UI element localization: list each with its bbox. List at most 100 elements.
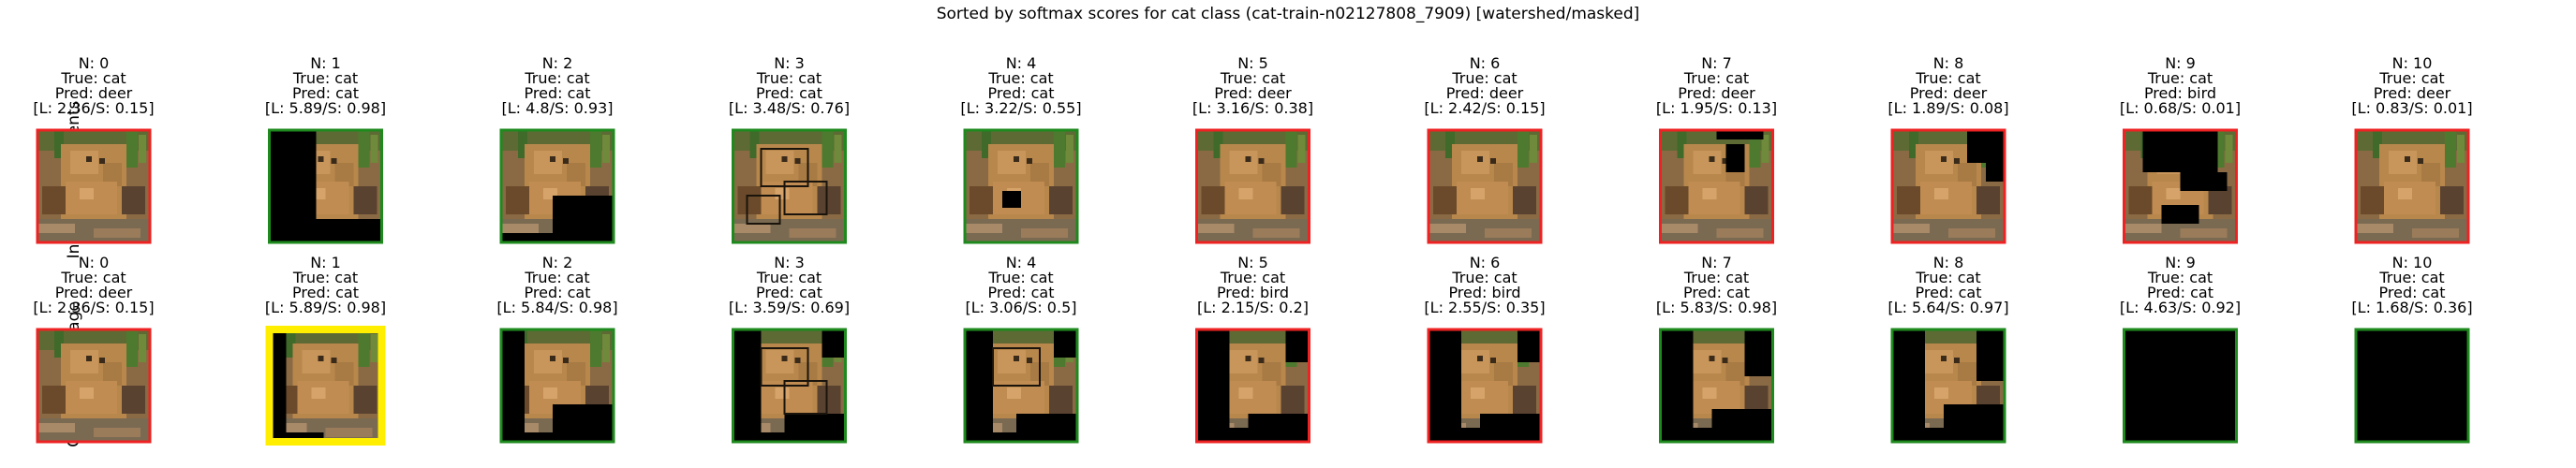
panel-title-n: N: 8 <box>1933 254 1964 271</box>
panel-title-true: True: cat <box>1220 69 1285 87</box>
panel-title-n: N: 2 <box>542 254 573 271</box>
masked-region <box>269 130 317 242</box>
panel-title-score: [L: 0.68/S: 0.01] <box>2120 99 2241 117</box>
panel-image <box>1429 130 1541 242</box>
cat-image <box>965 130 1077 242</box>
panel-image <box>501 329 614 442</box>
panel-title-n: N: 1 <box>310 254 341 271</box>
masked-region <box>501 432 614 442</box>
panel-title-pred: Pred: deer <box>55 84 133 102</box>
panel-image <box>1196 329 1310 442</box>
panel-border-wrong <box>2354 128 2470 244</box>
panel-border-wrong <box>1427 328 1543 444</box>
masked-region <box>1002 191 1021 208</box>
masked-region <box>1248 414 1310 432</box>
masked-region <box>822 329 846 358</box>
panel-image <box>1660 329 1773 442</box>
panel-title-score: [L: 5.64/S: 0.97] <box>1888 299 2008 316</box>
panel-title-pred: Pred: cat <box>756 84 822 102</box>
panel-title-pred: Pred: cat <box>756 284 822 301</box>
panel-border-correct <box>1659 328 1774 444</box>
cat-image <box>1429 130 1541 242</box>
panel-title-pred: Pred: deer <box>55 284 133 301</box>
segment-contour <box>783 380 828 415</box>
panel-image <box>37 329 150 442</box>
panel-title-n: N: 3 <box>774 254 805 271</box>
panel-title-true: True: cat <box>756 269 822 286</box>
panel-title-score: [L: 5.83/S: 0.98] <box>1656 299 1777 316</box>
panel-title-score: [L: 2.15/S: 0.2] <box>1197 299 1309 316</box>
panel-title-pred: Pred: bird <box>1448 284 1520 301</box>
panel-title-score: [L: 3.16/S: 0.38] <box>1192 99 1313 117</box>
masked-region <box>1517 329 1541 362</box>
panel-title-true: True: cat <box>524 69 589 87</box>
panel-image <box>965 130 1077 242</box>
masked-region <box>784 414 846 432</box>
panel-title-pred: Pred: deer <box>1910 84 1988 102</box>
panel-title-score: [L: 3.59/S: 0.69] <box>729 299 850 316</box>
segment-contour <box>783 181 828 215</box>
panel-image <box>269 130 382 242</box>
panel-title-n: N: 10 <box>2392 54 2433 72</box>
masked-region <box>1429 329 1461 442</box>
panel-title-score: [L: 2.36/S: 0.15] <box>33 299 154 316</box>
panel-title-pred: Pred: bird <box>2144 84 2216 102</box>
panel-title-n: N: 0 <box>79 54 110 72</box>
masked-region <box>2180 172 2228 191</box>
cat-image <box>37 329 150 442</box>
masked-region <box>2142 130 2218 172</box>
panel-border-correct <box>499 328 615 444</box>
panel-title-pred: Pred: cat <box>525 284 591 301</box>
panel-title-pred: Pred: cat <box>292 84 359 102</box>
masked-region <box>269 329 287 442</box>
panel-image <box>2356 329 2468 442</box>
panel-title-pred: Pred: deer <box>1214 84 1292 102</box>
cat-image <box>2356 130 2468 242</box>
panel-title-n: N: 9 <box>2165 54 2196 72</box>
panel-title-pred: Pred: deer <box>1678 84 1755 102</box>
panel-title-pred: Pred: cat <box>1916 284 1982 301</box>
panel-title-score: [L: 2.36/S: 0.15] <box>33 99 154 117</box>
masked-region <box>286 432 324 442</box>
panel-image <box>2124 329 2237 442</box>
panel-title-pred: Pred: bird <box>1217 284 1289 301</box>
panel-title-n: N: 0 <box>79 254 110 271</box>
panel-title-pred: Pred: cat <box>525 84 591 102</box>
cat-image <box>37 130 150 242</box>
panel-border-correct <box>732 128 847 244</box>
panel-title-score: [L: 3.22/S: 0.55] <box>960 99 1081 117</box>
cat-image <box>1196 130 1310 242</box>
panel-title-true: True: cat <box>2147 269 2213 286</box>
masked-region <box>501 233 553 242</box>
panel-title-score: [L: 1.89/S: 0.08] <box>1888 99 2008 117</box>
panel-image <box>1660 130 1773 242</box>
masked-region <box>553 404 614 432</box>
masked-region <box>1196 329 1230 442</box>
panel-title-true: True: cat <box>1915 69 1980 87</box>
panel-title-n: N: 2 <box>542 54 573 72</box>
panel-image <box>733 329 846 442</box>
panel-title-score: [L: 3.48/S: 0.76] <box>729 99 850 117</box>
masked-region <box>965 329 993 442</box>
masked-region <box>2161 205 2199 224</box>
panel-title-n: N: 3 <box>774 54 805 72</box>
panel-title-score: [L: 4.63/S: 0.92] <box>2120 299 2241 316</box>
panel-title-score: [L: 3.06/S: 0.5] <box>966 299 1077 316</box>
panel-border-correct <box>963 328 1079 444</box>
panel-border-wrong <box>1195 128 1310 244</box>
panel-title-true: True: cat <box>292 269 358 286</box>
